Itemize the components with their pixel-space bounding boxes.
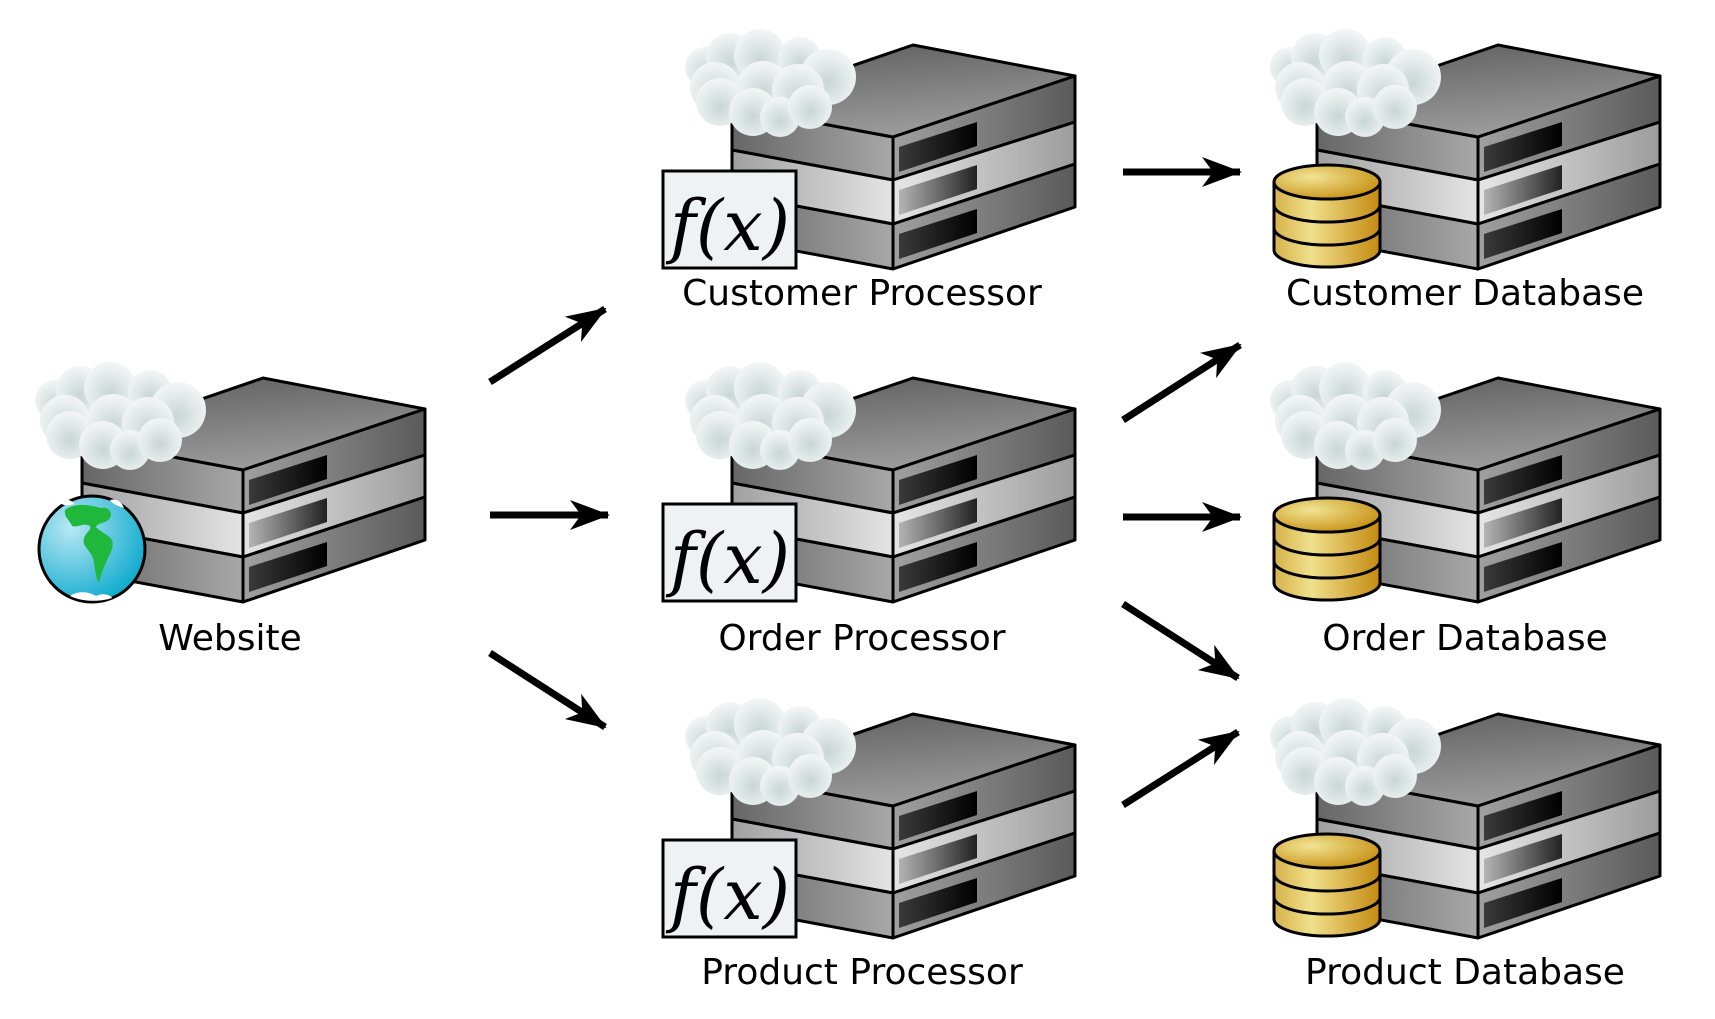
node-order-processor[interactable]: f(x) Order Processor (661, 362, 1077, 659)
function-icon: f(x) (661, 502, 798, 603)
arrow-order-processor-to-product-database (1121, 601, 1240, 681)
node-label: Customer Processor (682, 273, 1042, 314)
arrow-website-to-customer-processor (488, 306, 607, 385)
database-icon (1272, 163, 1382, 269)
node-website[interactable]: Website (35, 362, 427, 659)
globe-icon (37, 494, 147, 604)
node-customer-database[interactable]: Customer Database (1270, 29, 1662, 314)
node-label: Order Database (1322, 618, 1608, 659)
node-product-database[interactable]: Product Database (1270, 698, 1662, 993)
svg-text:f(x): f(x) (665, 854, 790, 936)
svg-text:f(x): f(x) (665, 518, 790, 600)
node-label: Website (158, 618, 302, 659)
arrow-product-processor-to-product-database (1121, 729, 1240, 808)
node-label: Order Processor (718, 618, 1005, 659)
function-icon: f(x) (661, 169, 798, 270)
node-label: Product Database (1305, 952, 1625, 993)
database-icon (1272, 496, 1382, 602)
database-icon (1272, 832, 1382, 938)
function-icon: f(x) (661, 838, 798, 939)
node-product-processor[interactable]: f(x) Product Processor (661, 698, 1077, 993)
arrow-website-to-product-processor (488, 650, 607, 730)
node-customer-processor[interactable]: f(x) Customer Processor (661, 29, 1077, 314)
edges (488, 157, 1242, 808)
arrow-order-processor-to-customer-database (1121, 342, 1242, 423)
node-label: Customer Database (1286, 273, 1644, 314)
svg-text:f(x): f(x) (665, 185, 790, 267)
node-order-database[interactable]: Order Database (1270, 362, 1662, 659)
node-label: Product Processor (701, 952, 1023, 993)
